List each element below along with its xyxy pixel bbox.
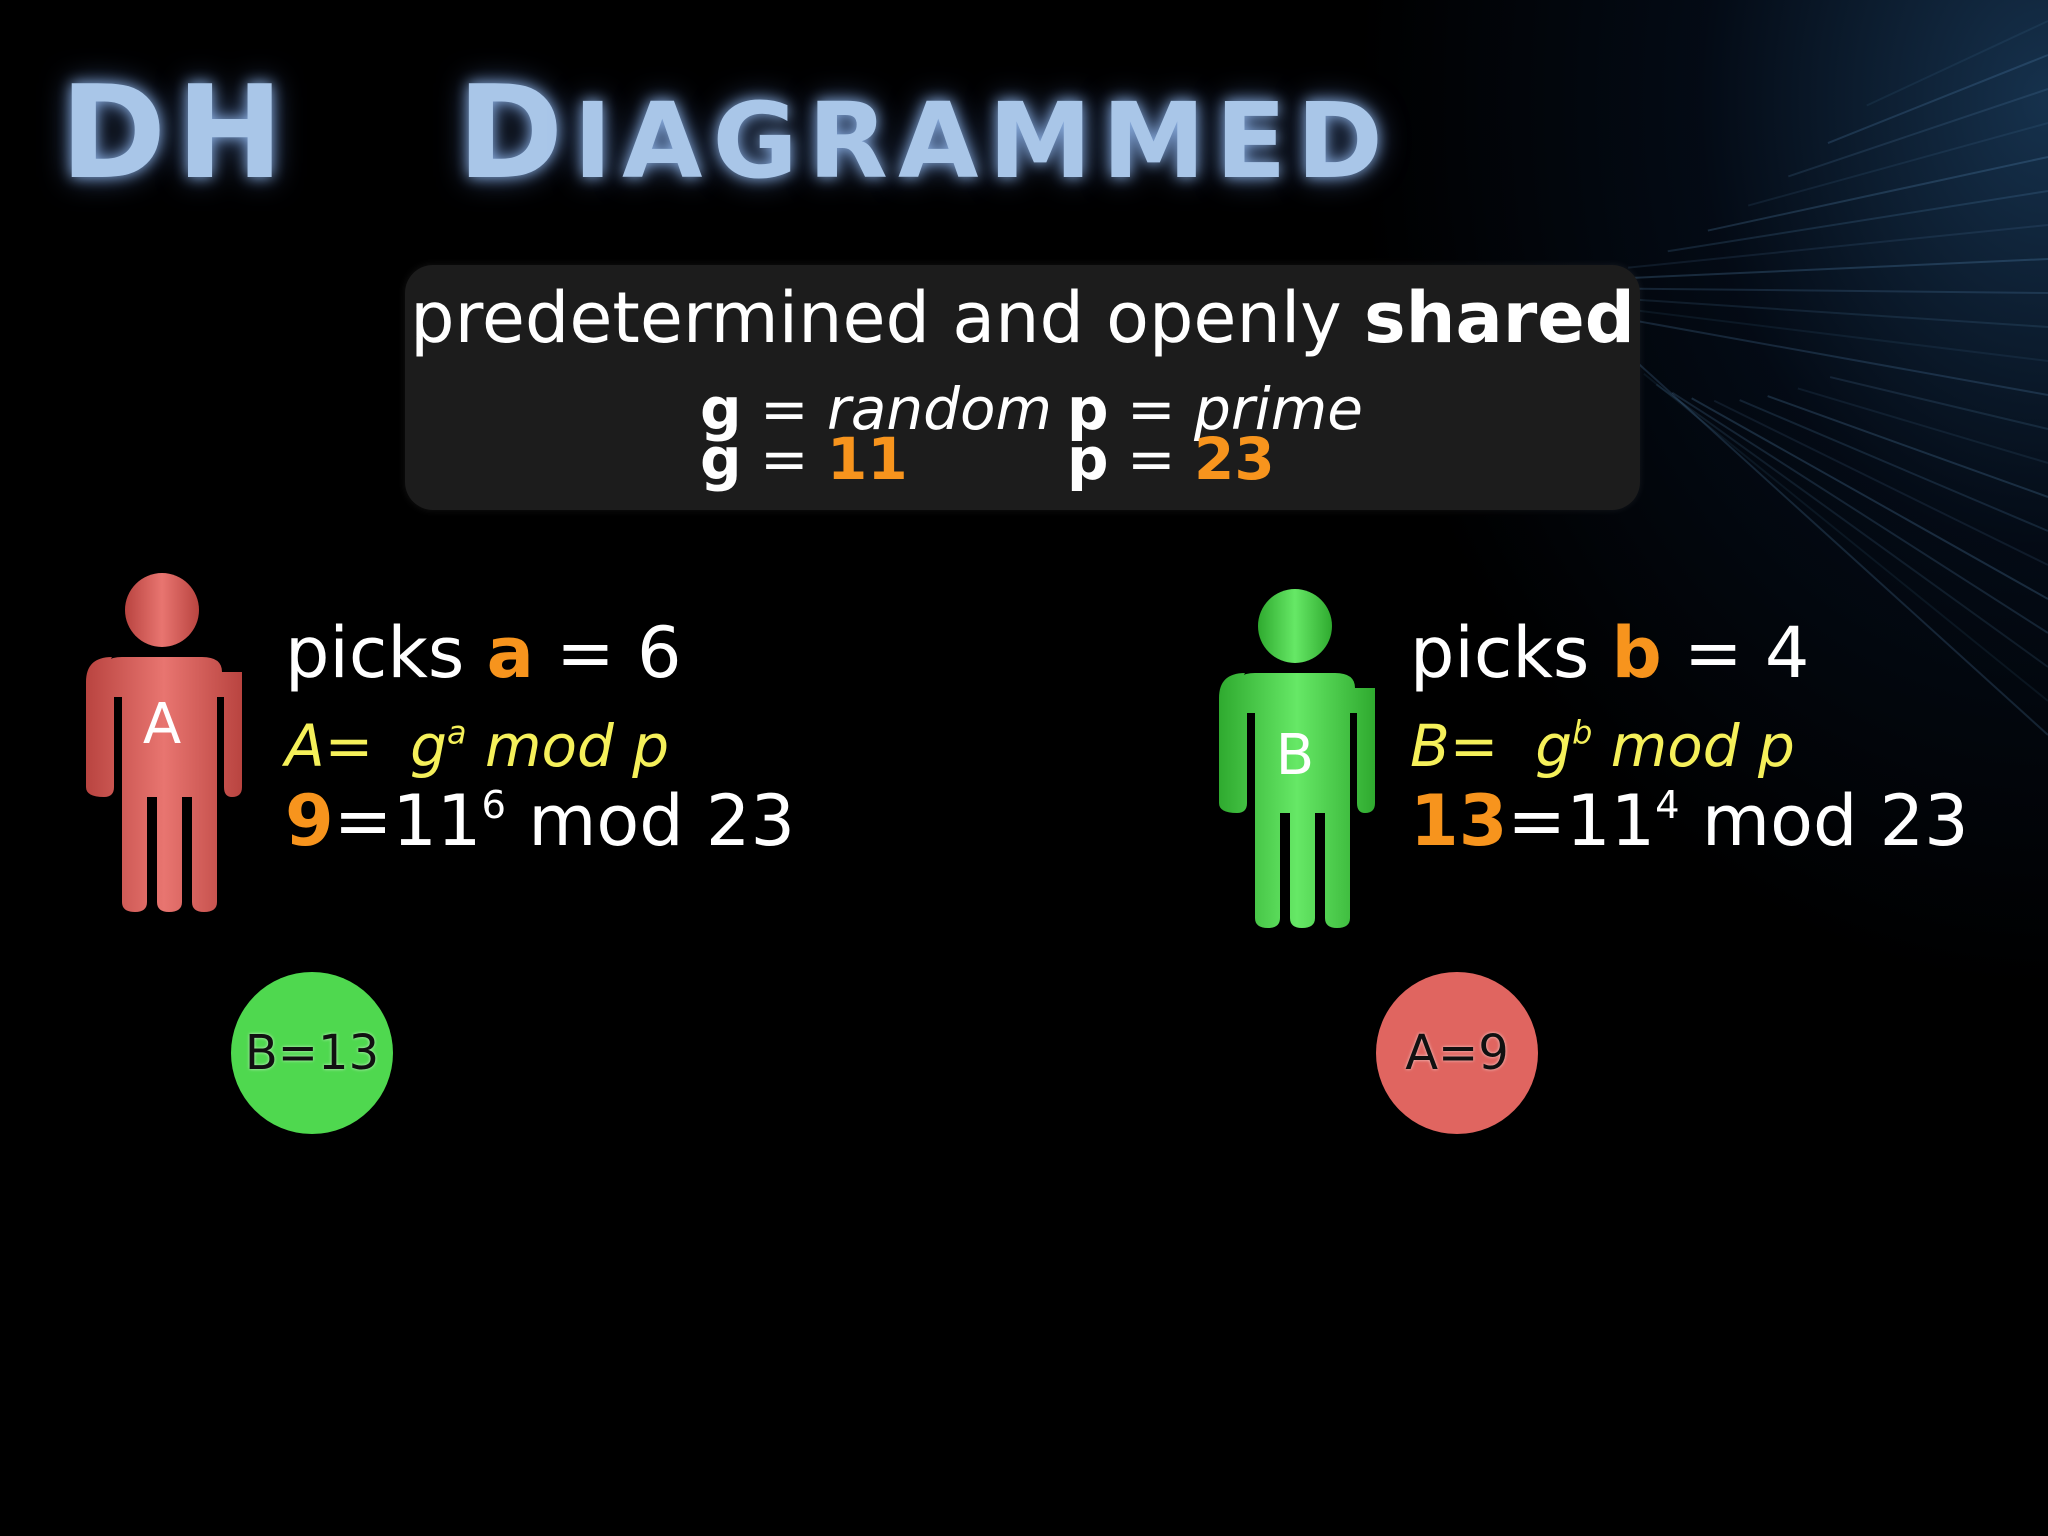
alice-picks-line: picks a = 6 <box>285 612 682 694</box>
bob-picks-label: picks <box>1410 612 1590 694</box>
p-symbol: prime <box>1194 375 1363 443</box>
alice-picks-label: picks <box>285 612 465 694</box>
g-value-line: g = 11 <box>700 425 908 493</box>
alice-calc-base: =11 <box>333 780 482 862</box>
p-label: p <box>1067 425 1109 493</box>
bob-picks-line: picks b = 4 <box>1410 612 1809 694</box>
bob-picks-value: = 4 <box>1684 612 1810 694</box>
equals-sign: = <box>759 425 809 493</box>
alice-formula-left: A= <box>285 712 374 780</box>
shared-header-bold: shared <box>1364 277 1635 359</box>
bob-received-value: A=9 <box>1405 1025 1509 1081</box>
p-value-line: p = 23 <box>1067 425 1275 493</box>
g-random-line: g = random <box>700 375 1052 443</box>
bob-formula-left: B= <box>1410 712 1499 780</box>
slide-title: DH DIAGRAMMED <box>60 70 1393 198</box>
bob-formula-base: g <box>1535 712 1573 780</box>
bob-picks-var: b <box>1611 612 1662 694</box>
shared-header-text: predetermined and openly <box>410 277 1342 359</box>
bob-calc-rest: mod 23 <box>1701 780 1969 862</box>
alice-received-circle: B=13 <box>231 972 393 1134</box>
g-value: 11 <box>827 425 908 493</box>
title-initial: D <box>457 59 574 208</box>
equals-sign: = <box>1126 375 1176 443</box>
alice-letter: A <box>142 692 182 757</box>
g-label: g <box>700 425 742 493</box>
alice-calc-line: 9=116 mod 23 <box>285 780 795 862</box>
alice-person-icon: A <box>82 572 252 912</box>
bob-calc-exp: 4 <box>1655 783 1680 829</box>
alice-formula-exp: a <box>446 713 467 752</box>
p-label: p <box>1067 375 1109 443</box>
bob-letter: B <box>1275 723 1315 788</box>
alice-picks-value: = 6 <box>556 612 682 694</box>
bob-formula-line: B= gb mod p <box>1410 712 1795 780</box>
p-prime-line: p = prime <box>1067 375 1363 443</box>
alice-calc-result: 9 <box>285 780 334 862</box>
bob-received-circle: A=9 <box>1376 972 1538 1134</box>
g-symbol: random <box>827 375 1052 443</box>
alice-calc-exp: 6 <box>481 783 506 829</box>
equals-sign: = <box>759 375 809 443</box>
title-word-dh: DH <box>60 59 294 208</box>
bob-calc-base: =11 <box>1507 780 1656 862</box>
equals-sign: = <box>1126 425 1176 493</box>
alice-received-value: B=13 <box>244 1025 380 1081</box>
alice-formula-rest: mod p <box>484 712 670 780</box>
alice-formula-base: g <box>410 712 447 780</box>
alice-calc-rest: mod 23 <box>528 780 795 862</box>
title-rest: IAGRAMMED <box>573 80 1393 202</box>
bob-calc-result: 13 <box>1410 780 1508 862</box>
shared-parameters-box: predetermined and openly shared g = rand… <box>405 265 1640 510</box>
bob-person-icon: B <box>1215 588 1385 928</box>
g-label: g <box>700 375 742 443</box>
alice-formula-line: A= ga mod p <box>285 712 669 780</box>
bob-formula-rest: mod p <box>1610 712 1795 780</box>
bob-formula-exp: b <box>1572 713 1593 752</box>
shared-header: predetermined and openly shared <box>405 277 1640 359</box>
p-value: 23 <box>1194 425 1275 493</box>
bob-calc-line: 13=114 mod 23 <box>1410 780 1969 862</box>
alice-picks-var: a <box>486 612 534 694</box>
